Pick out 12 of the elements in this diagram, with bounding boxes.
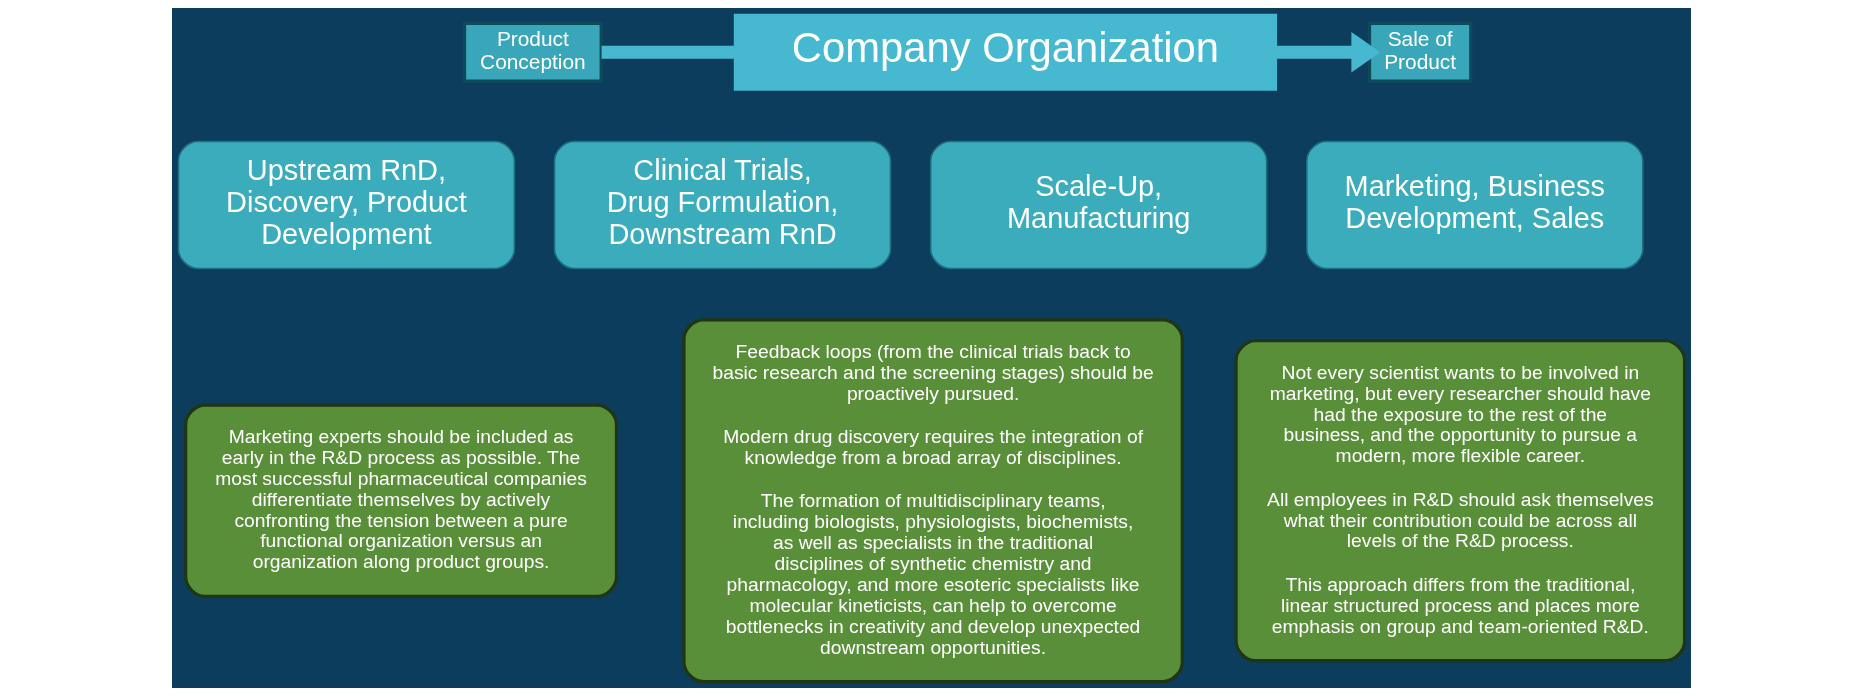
node-box: Upstream RnD, Discovery, Product Development xyxy=(177,140,516,270)
node-box: Feedback loops (from the clinical trials back to basic research and the screening stages) should be proactively pursued. Modern drug discovery requires the integration of knowledge from a broad array of disciplines. The formation of multidisciplinary teams, including biologists, physiologists, biochemists, as well as specialists in the traditional disciplines of synthetic chemistry and pharmacology, and more esoteric specialists like molecular kineticists, can help to overcome bottlenecks in creativity and develop unexpected downstream opportunities. xyxy=(682,318,1184,684)
node-box: Company Organization xyxy=(733,13,1278,91)
node-box: Scale-Up, Manufacturing xyxy=(929,140,1268,270)
node-box: Not every scientist wants to be involved in marketing, but every researcher should have had the exposure to the rest of the business, and the opportunity to pursue a modern, more flexible career. All employees in R&D should ask themselves what their contribution could be across all levels of the R&D process. This approach differs from the traditional, linear structured process and places more emphasis on group and team-oriented R&D. xyxy=(1234,339,1687,663)
arrow xyxy=(1276,32,1381,73)
node-box: Product Conception xyxy=(462,21,603,83)
node-box: Marketing experts should be included as early in the R&D process as possible. The most successful pharmaceutical companies differentiate themselves by actively confronting the tension between a pure functional organization versus an organization along product groups. xyxy=(184,403,619,598)
node-box: Sale of Product xyxy=(1367,21,1473,83)
node-box: Clinical Trials, Drug Formulation, Downstream RnD xyxy=(553,140,892,270)
connector xyxy=(601,45,735,59)
node-box: Marketing, Business Development, Sales xyxy=(1306,140,1644,270)
